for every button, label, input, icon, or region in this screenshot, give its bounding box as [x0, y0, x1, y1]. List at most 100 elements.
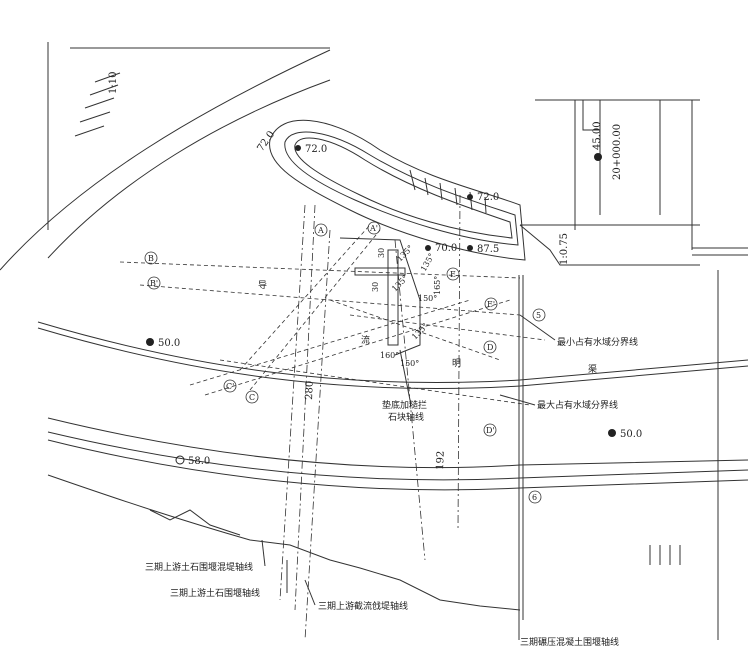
leader-min-water [519, 314, 556, 341]
cofferdam-loop-inner2 [294, 137, 513, 239]
dim-30-upper: 30 [377, 248, 386, 258]
circle-e-text: E [450, 270, 456, 279]
circle-c-ring [245, 390, 259, 404]
circle-d-ring [483, 340, 497, 354]
bank-slope-edge [0, 49, 331, 271]
annotation-max-water: 最大占有水域分界线 [537, 399, 618, 411]
elev-marker-72-top [295, 145, 301, 151]
barrier-frame [339, 237, 421, 356]
elev-label-87: 87.5 [477, 244, 499, 255]
barrier-bar-vertical [387, 249, 399, 346]
circle-b2-text: B' [150, 279, 158, 288]
elev-marker-50-left [146, 338, 154, 346]
elev-marker-58 [175, 455, 185, 465]
circle-a2-ring [367, 221, 381, 235]
circle-b2-ring [147, 276, 161, 290]
annotation-axis-main-1: 垫底加糙拦 [382, 399, 427, 411]
elev-marker-50-right [608, 429, 616, 437]
circle-b-ring [144, 251, 158, 265]
lower-shoreline-2 [149, 509, 241, 536]
annotation-rcc: 三期碾压混凝土围堰轴线 [520, 636, 619, 648]
sight-line-b [119, 261, 521, 279]
annotation-axis-main-2: 石块轴线 [388, 411, 424, 423]
boundary-min [349, 314, 546, 341]
circle-d2-text: D' [486, 426, 495, 435]
circle-a2-text: A' [369, 224, 378, 233]
dim-30-lower: 30 [371, 282, 380, 292]
dim-192: 192 [435, 451, 447, 470]
leader-axis-main [399, 349, 411, 401]
flow-word-4: 渠 [588, 363, 597, 375]
circle-c2-ring [223, 379, 237, 393]
sight-line-a [239, 224, 371, 371]
flow-word-1: 导 [258, 280, 267, 291]
chainage-label: 20+000.00 [612, 124, 623, 180]
elev-marker-87 [467, 245, 473, 251]
sight-line-c [189, 299, 471, 386]
hatch-right [649, 545, 681, 565]
leader-max-water [499, 394, 536, 406]
channel-line-2 [37, 327, 748, 390]
annotation-cofferdam-2: 三期上游土石围堰轴线 [170, 587, 260, 599]
cofferdam-loop-outer [269, 119, 526, 261]
axis-line-a [279, 204, 306, 601]
circle-5-ring [532, 308, 546, 322]
slope-label-left: 1:10 [108, 72, 119, 94]
circle-c-text: C [249, 393, 255, 402]
axis-line-c [304, 229, 331, 641]
annotation-cofferdam-1: 三期上游土石围堰混堤轴线 [145, 561, 253, 573]
leader-cofferdam-3 [304, 579, 316, 606]
angle-135-a: 135° [395, 243, 415, 263]
cofferdam-loop-inner [284, 131, 519, 246]
elev-label-45: 45.00 [592, 121, 603, 150]
circle-e-ring [446, 267, 460, 281]
channel-line-1 [37, 321, 748, 384]
annotation-min-water: 最小占有水域分界线 [557, 336, 638, 348]
angle-160: 160° [380, 351, 399, 360]
slope-ticks-left [74, 72, 121, 137]
flow-word-3: 明 [452, 358, 461, 369]
leader-cofferdam-1 [261, 539, 266, 567]
circle-a-ring [314, 223, 328, 237]
circle-d-text: D [487, 343, 493, 352]
elev-label-70: 70.0 [435, 243, 457, 254]
structure-right-lines [692, 247, 748, 256]
flow-word-2: 流 [361, 334, 370, 346]
elev-marker-70 [425, 245, 431, 251]
elev-marker-72-right [467, 194, 473, 200]
circle-c2-text: C' [226, 382, 234, 391]
boundary-max [219, 359, 531, 406]
elev-marker-45 [594, 153, 602, 161]
angle-150-upper: 150° [418, 294, 437, 303]
angle-150-lower: 150° [400, 359, 419, 368]
circle-b-text: B [148, 254, 154, 263]
elev-label-head: 72.0 [305, 144, 327, 155]
axis-line-e [457, 194, 461, 531]
circle-5-text: 5 [536, 311, 541, 320]
angle-165: 165° [433, 276, 442, 295]
elev-label-50-left: 50.0 [158, 338, 180, 349]
angle-135-b: 135° [419, 252, 436, 273]
barrier-bar-horizontal [354, 267, 406, 276]
circle-e2-ring [484, 297, 498, 311]
bank-slope-edge-inner [47, 79, 331, 259]
sight-line-d [329, 299, 501, 361]
slope-ticks-right [409, 169, 487, 214]
sight-line-c2 [204, 299, 511, 396]
slope-label-right: 1:0.75 [559, 233, 570, 265]
elev-label-58: 58.0 [188, 456, 210, 467]
axis-line-b [294, 204, 316, 611]
circle-d2-ring [483, 423, 497, 437]
sight-line-a2 [249, 229, 381, 391]
annotation-cofferdam-3: 三期上游截流戗堤轴线 [318, 600, 408, 612]
structure-wedge [519, 224, 700, 266]
channel-line-5 [47, 439, 748, 491]
lower-shoreline [47, 474, 521, 611]
circle-e2-text: E' [487, 300, 495, 309]
circle-6-text: 6 [532, 493, 537, 502]
circle-a-text: A [317, 226, 324, 235]
dim-280: 280 [304, 381, 316, 400]
elev-label-right-72: 72.0 [477, 192, 499, 203]
channel-line-3 [47, 417, 748, 469]
